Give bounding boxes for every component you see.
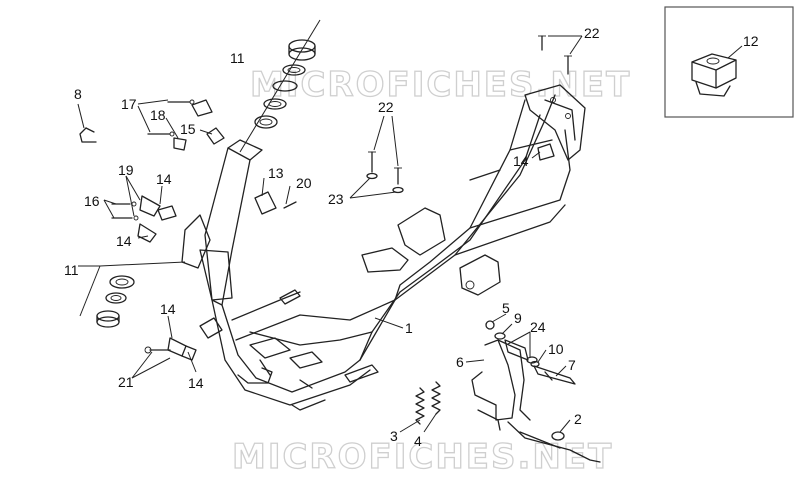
small-parts-5-9-10 [485, 320, 540, 368]
callout-8: 8 [74, 86, 82, 102]
callout-labels: 1 2 3 4 5 6 7 8 9 10 11 11 12 13 14 14 1… [64, 25, 759, 449]
callout-19: 19 [118, 162, 134, 178]
callout-15: 15 [180, 121, 196, 137]
front-upper-fasteners [147, 99, 225, 151]
watermark-top: MICROFICHES.NET [250, 65, 631, 105]
callout-7: 7 [568, 357, 576, 373]
inset-box [664, 6, 794, 118]
callout-11-top: 11 [230, 50, 245, 66]
cable-clip-icon [691, 53, 737, 97]
side-bracket-13 [254, 191, 297, 215]
main-frame [181, 84, 586, 411]
callout-14-b: 14 [116, 233, 132, 249]
leader-lines [77, 35, 583, 433]
callout-3: 3 [390, 428, 398, 444]
callout-22-right: 22 [584, 25, 600, 41]
steering-bearing-stack-bottom [96, 275, 135, 328]
callout-12: 12 [743, 33, 759, 49]
callout-2: 2 [574, 411, 582, 427]
callout-6: 6 [456, 354, 464, 370]
callout-1: 1 [405, 320, 413, 336]
callout-11-bottom: 11 [64, 262, 79, 278]
callout-10: 10 [548, 341, 564, 357]
callout-18: 18 [150, 107, 166, 123]
spring-icon [415, 381, 441, 425]
callout-5: 5 [502, 300, 510, 316]
callout-4: 4 [414, 433, 422, 449]
callout-16: 16 [84, 193, 100, 209]
callout-14-d: 14 [188, 375, 204, 391]
center-bolts [366, 35, 572, 194]
callout-24: 24 [530, 319, 546, 335]
part-8-clip [79, 127, 97, 143]
callout-14-a: 14 [156, 171, 172, 187]
callout-9: 9 [514, 310, 522, 326]
callout-14-e: 14 [513, 153, 529, 169]
lower-front-fasteners [144, 317, 223, 361]
callout-14-c: 14 [160, 301, 176, 317]
watermark-bottom: MICROFICHES.NET [232, 437, 613, 477]
rear-bracket-14 [537, 143, 555, 161]
callout-22-center: 22 [378, 99, 394, 115]
callout-17: 17 [121, 96, 137, 112]
callout-13: 13 [268, 165, 284, 181]
callout-21: 21 [118, 374, 134, 390]
callout-23: 23 [328, 191, 344, 207]
steering-bearing-stack-top [239, 19, 321, 153]
callout-20: 20 [296, 175, 312, 191]
